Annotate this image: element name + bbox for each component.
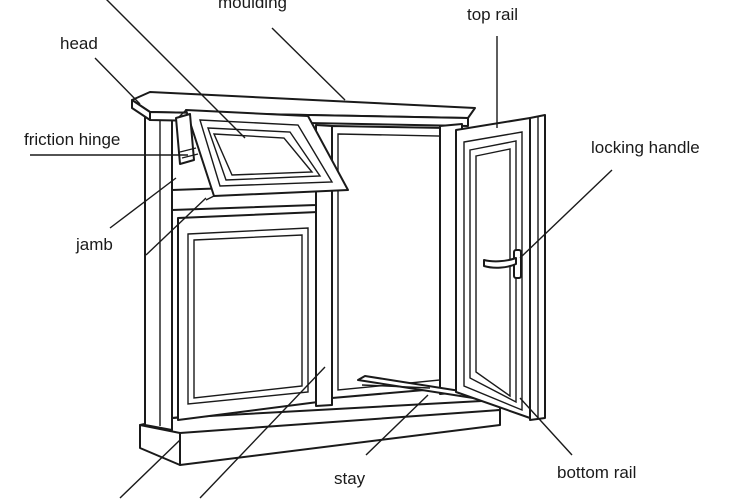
leader-jamb-a [109, 177, 177, 229]
label-head: head [60, 34, 98, 53]
label-locking-handle: locking handle [591, 138, 700, 157]
mullion [315, 124, 333, 407]
label-friction-hinge: friction hinge [24, 130, 121, 149]
label-top-rail: top rail [467, 5, 519, 24]
leader-jamb-b [145, 197, 207, 256]
leader-sill-a [119, 439, 181, 499]
right-opening-frame [331, 125, 449, 399]
label-stay: stay [334, 469, 366, 488]
leader-head [94, 57, 141, 105]
leader-locking-handle [519, 169, 613, 259]
left-jamb [144, 109, 173, 431]
lower-fixed-pane [171, 194, 331, 421]
locking-handle-icon [483, 249, 522, 279]
top-hung-casement [175, 109, 349, 201]
label-bottom-rail: bottom rail [557, 463, 637, 482]
leader-bottom-rail [519, 397, 573, 456]
leader-sill-b [199, 366, 326, 499]
leader-moulding-b [271, 27, 346, 101]
leader-moulding-a [106, 0, 246, 139]
label-moulding: moulding [218, 0, 287, 12]
leader-stay [365, 394, 429, 456]
friction-hinge [175, 113, 199, 165]
leader-lines [30, 0, 613, 499]
label-jamb: jamb [76, 235, 113, 254]
